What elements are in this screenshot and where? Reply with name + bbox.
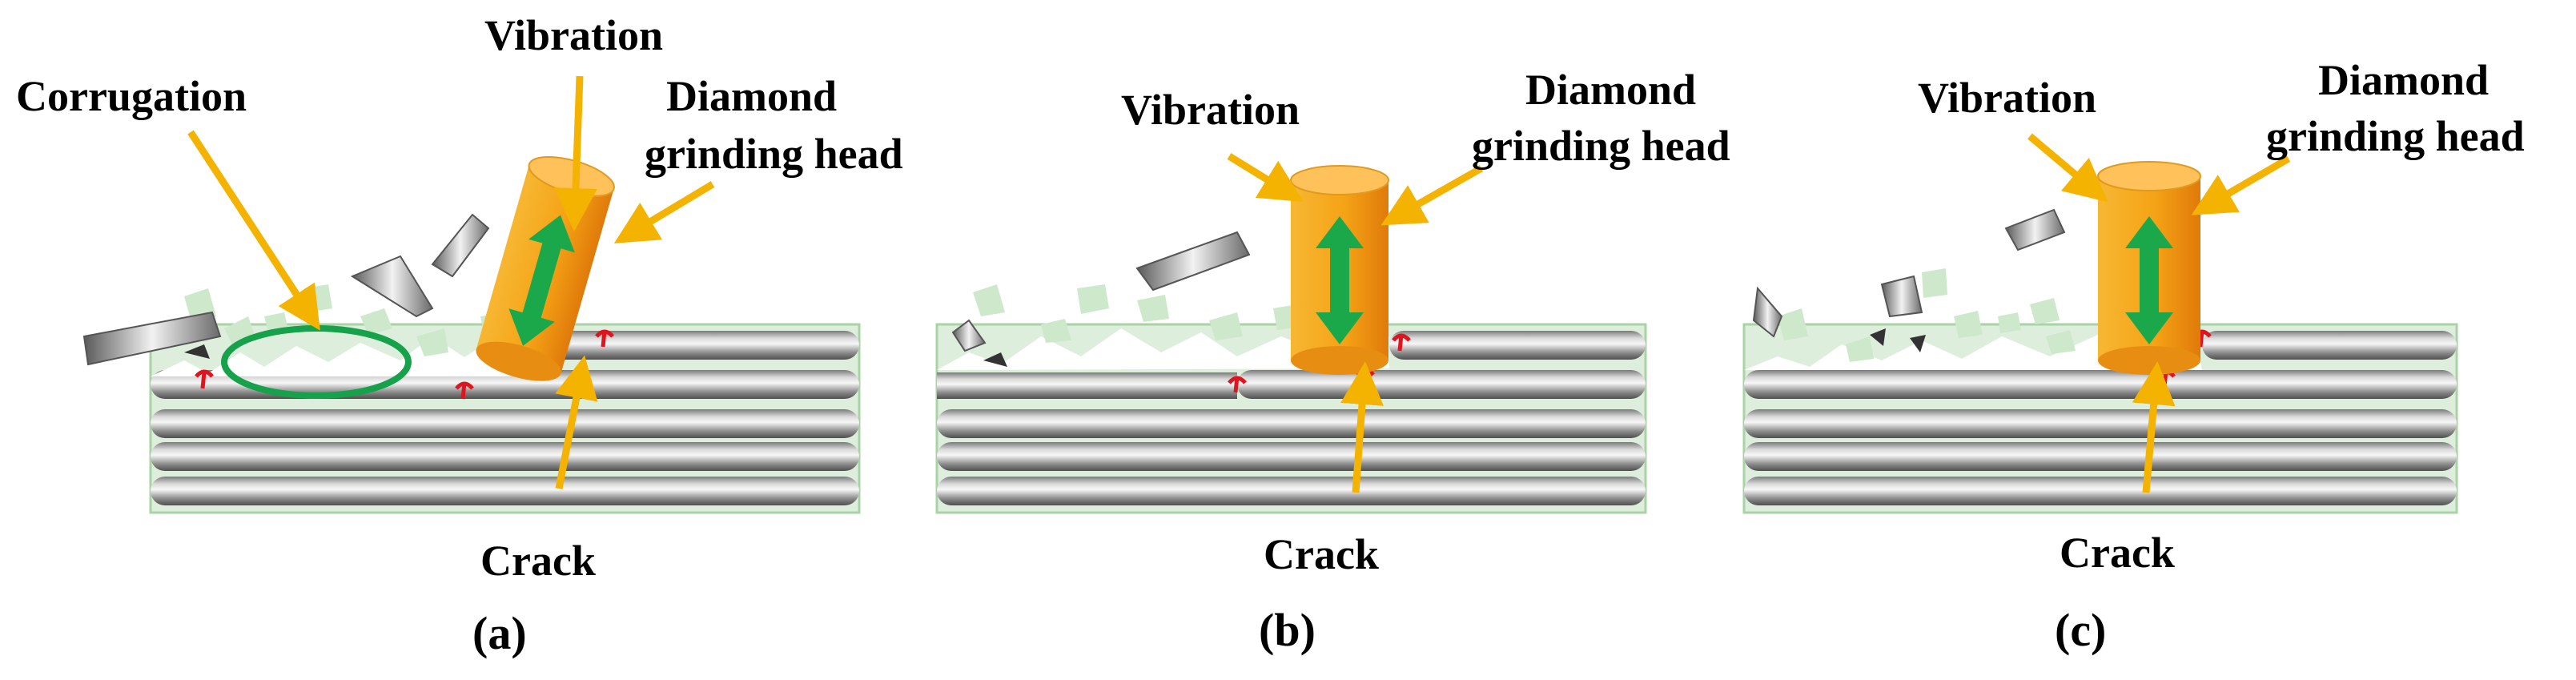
- diamond-label-line2: grinding head: [1472, 122, 1730, 170]
- crack-label: Crack: [2060, 529, 2175, 577]
- fiber-chips: [82, 213, 490, 366]
- machined-surface: [937, 372, 1237, 399]
- diamond-label-line1: Diamond: [1525, 66, 1696, 114]
- corrugation-label: Corrugation: [16, 72, 247, 120]
- panel-c: Vibration Diamond grinding head Crack (c…: [1742, 56, 2525, 656]
- panel-caption-b: (b): [1259, 604, 1316, 656]
- crack-label: Crack: [1264, 530, 1379, 578]
- vibration-arrow: [508, 215, 575, 346]
- fiber-chips: [951, 231, 1251, 367]
- carbon-fibers: [151, 331, 859, 505]
- diamond-label-line1: Diamond: [2318, 56, 2489, 104]
- diamond-label-line1: Diamond: [666, 72, 837, 120]
- pointer-arrows: [187, 75, 715, 489]
- pointer-arrows: [2027, 133, 2291, 493]
- diamond-grinding-head: [2097, 161, 2201, 375]
- panel-caption-a: (a): [472, 607, 527, 659]
- crack-label: Crack: [480, 537, 596, 585]
- carbon-fibers: [1744, 331, 2457, 505]
- carbon-fibers: [937, 331, 1646, 505]
- vibration-label: Vibration: [484, 11, 663, 59]
- panel-b: Vibration Diamond grinding head Crack (b…: [935, 66, 1730, 656]
- vibration-label: Vibration: [1121, 86, 1300, 134]
- removed-region: [937, 324, 1389, 370]
- pointer-arrows: [1227, 153, 1484, 493]
- debris-particles: [1778, 268, 2076, 362]
- panel-a: Corrugation Vibration Diamond grinding h…: [16, 11, 903, 659]
- fiber-chips: [1752, 208, 2066, 352]
- vibration-arrow: [1316, 216, 1364, 344]
- vibration-arrow: [2125, 216, 2173, 344]
- diamond-label-line2: grinding head: [645, 130, 903, 178]
- panel-caption-c: (c): [2055, 604, 2106, 656]
- diamond-label-line2: grinding head: [2266, 112, 2525, 160]
- vibration-label: Vibration: [1918, 74, 2096, 122]
- diamond-grinding-head: [1290, 165, 1389, 375]
